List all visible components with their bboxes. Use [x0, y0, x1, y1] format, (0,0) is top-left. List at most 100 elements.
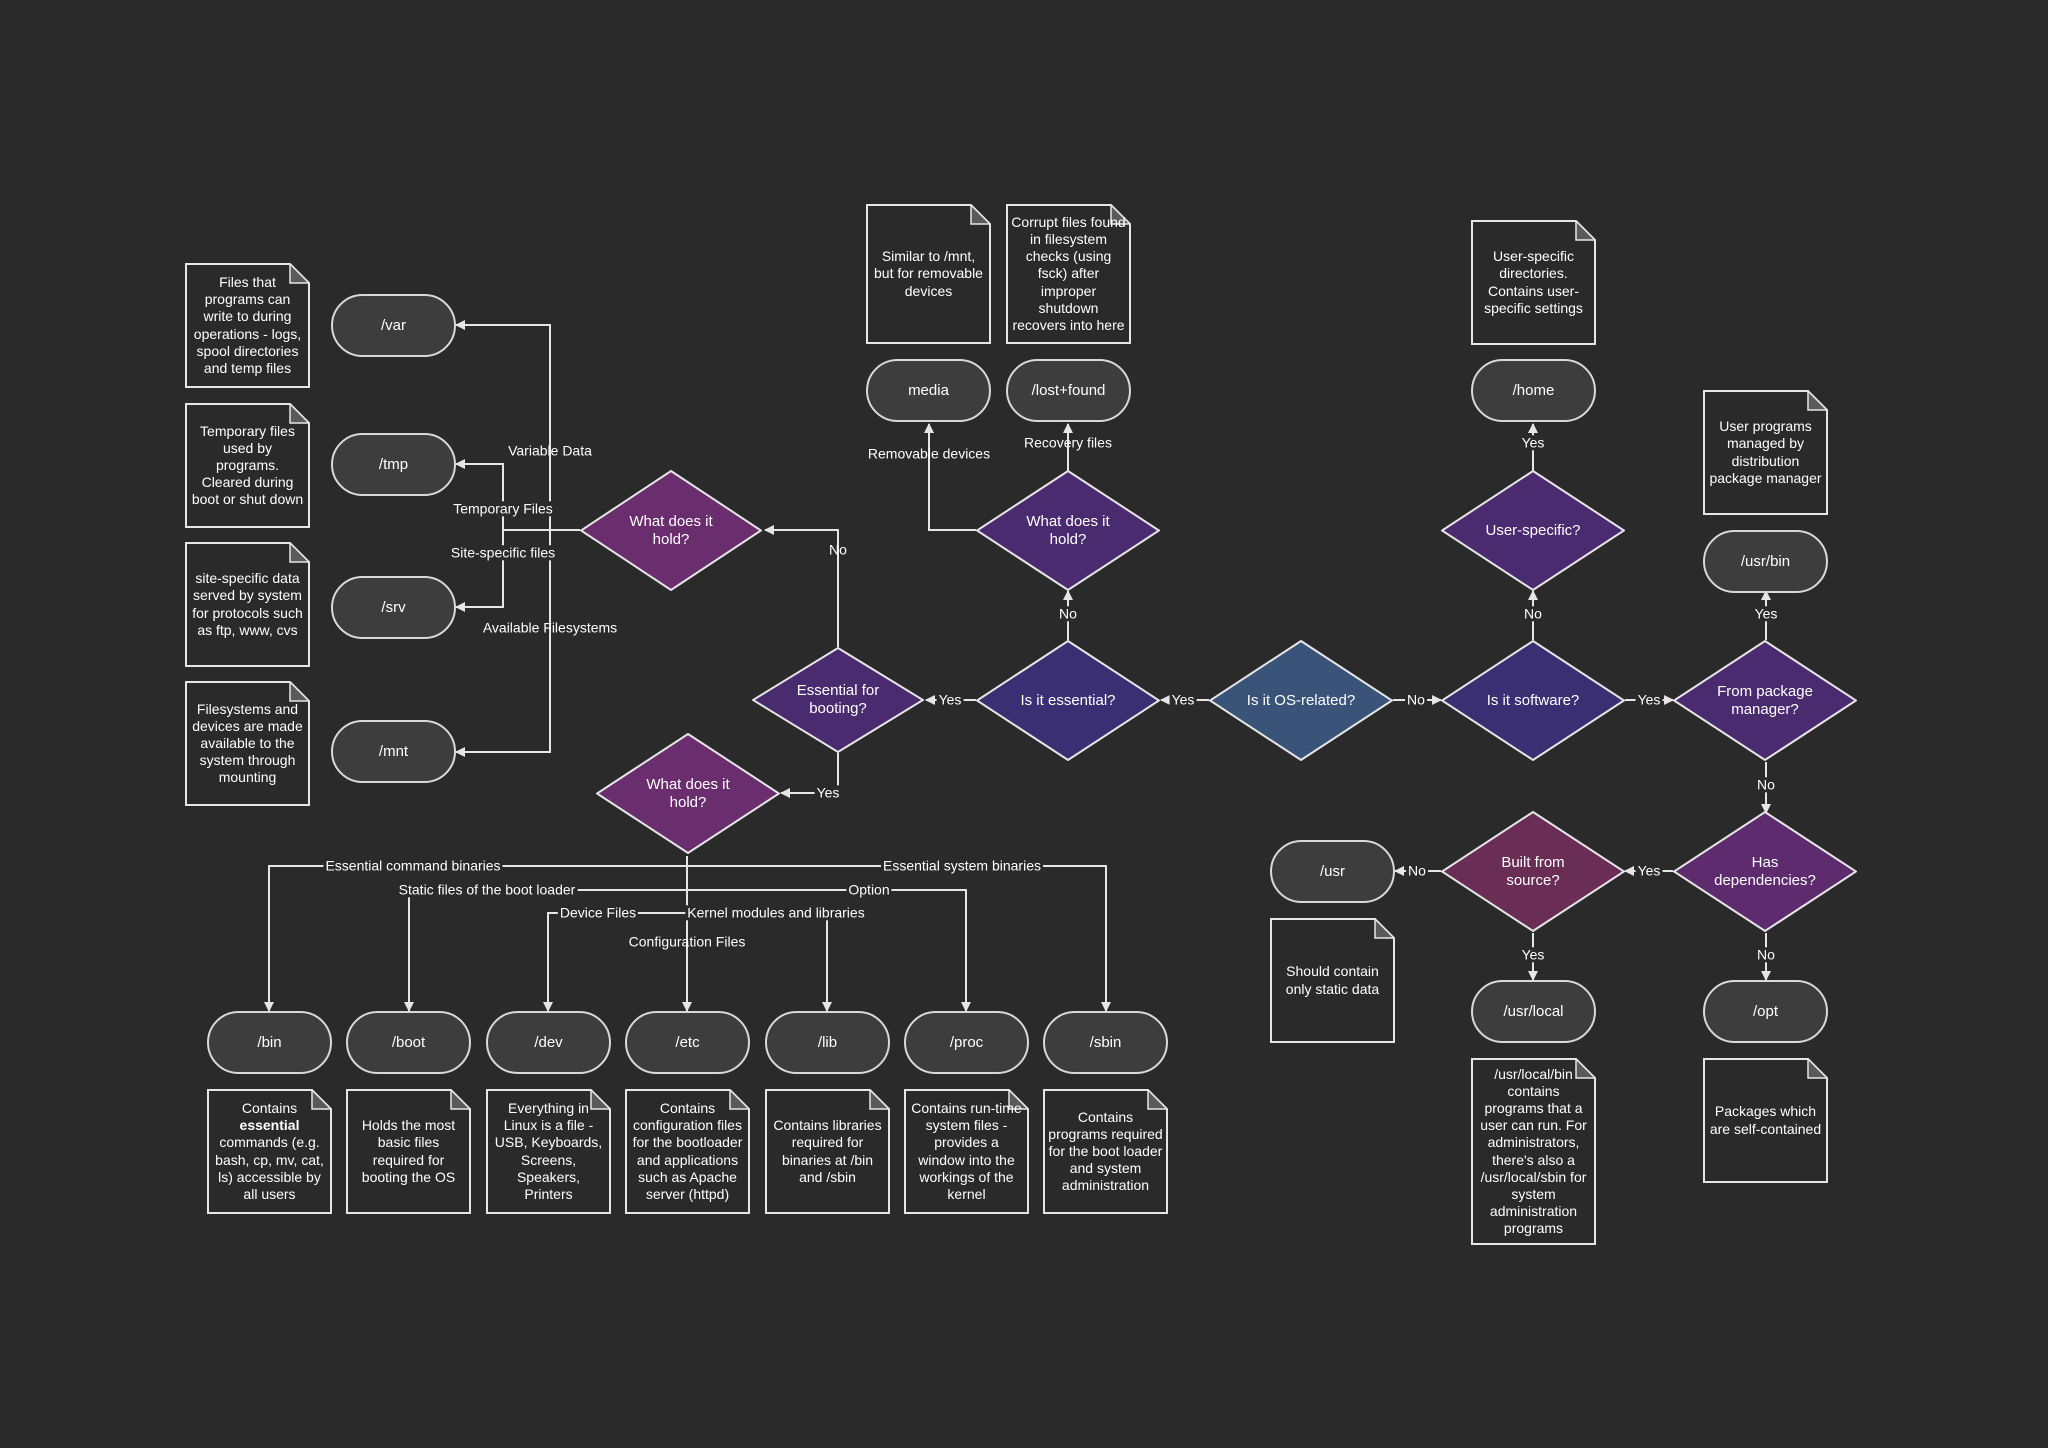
- decision-deps: Has dependencies?: [1673, 811, 1857, 932]
- edge-label-user_no: No: [1522, 605, 1544, 622]
- edge-label-holdv_no: No: [829, 541, 847, 558]
- decision-diamond-shape: [1673, 640, 1857, 761]
- edge-label-removable: Removable devices: [867, 445, 991, 462]
- edge-label-local_yes: Yes: [1519, 946, 1547, 963]
- directory-label: /usr: [1319, 863, 1345, 880]
- edge-label-kernmod: Kernel modules and libraries: [685, 904, 867, 921]
- directory-node-bin: /bin: [207, 1011, 332, 1074]
- edge-label-availfs: Available Filesystems: [482, 619, 618, 636]
- decision-label: What does it hold?: [629, 512, 713, 548]
- directory-label: /usr/bin: [1740, 553, 1791, 570]
- directory-node-proc: /proc: [904, 1011, 1029, 1074]
- note-text: Contains configuration files for the boo…: [632, 1100, 743, 1202]
- note-tmp: Temporary files used by programs. Cleare…: [185, 403, 310, 528]
- edge-label-recovery: Recovery files: [1024, 434, 1112, 451]
- note-usr: Should contain only static data: [1270, 918, 1395, 1043]
- directory-label: /sbin: [1089, 1034, 1122, 1051]
- decision-holdM: What does it hold?: [976, 470, 1160, 591]
- edge-label-src_yes: Yes: [1635, 862, 1663, 879]
- decision-label: From package manager?: [1717, 682, 1813, 718]
- connector: [455, 459, 580, 531]
- decision-diamond: [596, 733, 780, 854]
- directory-node-etc: /etc: [625, 1011, 750, 1074]
- note-home: User-specific directories. Contains user…: [1471, 220, 1596, 345]
- directory-node-srv: /srv: [331, 576, 456, 639]
- connector: [455, 530, 551, 757]
- decision-holdB: What does it hold?: [596, 733, 780, 854]
- directory-label: /dev: [534, 1034, 563, 1051]
- note-icon: [486, 1089, 611, 1214]
- decision-diamond: [1441, 640, 1625, 761]
- decision-label: Is it software?: [1486, 691, 1580, 709]
- connector: [764, 525, 839, 647]
- edge-label-pkg_yes: Yes: [1635, 691, 1663, 708]
- note-text: /usr/local/bin contains programs that a …: [1480, 1066, 1587, 1236]
- note-text: Should contain only static data: [1285, 963, 1380, 997]
- decision-diamond: [976, 470, 1160, 591]
- decision-diamond-shape: [976, 640, 1160, 761]
- note-dev: Everything in Linux is a file - USB, Key…: [486, 1089, 611, 1214]
- note-text: Contains run-time system files - provide…: [911, 1100, 1022, 1202]
- edge-label-config: Configuration Files: [628, 933, 746, 950]
- note-icon: [185, 403, 310, 528]
- note-icon: [185, 542, 310, 667]
- decision-diamond: [1441, 470, 1625, 591]
- note-bin: Contains essential commands (e.g. bash, …: [207, 1089, 332, 1214]
- connector: [687, 912, 832, 1012]
- directory-node-opt: /opt: [1703, 980, 1828, 1043]
- connector: [924, 423, 976, 531]
- decision-label: Essential for booting?: [796, 682, 880, 717]
- decision-diamond-shape: [596, 733, 780, 854]
- note-icon: [1471, 1058, 1596, 1245]
- note-boot: Holds the most basic files required for …: [346, 1089, 471, 1214]
- note-icon: [1006, 204, 1131, 344]
- note-icon: [765, 1089, 890, 1214]
- edge-label-usrbin_yes: Yes: [1752, 605, 1780, 622]
- note-lib: Contains libraries required for binaries…: [765, 1089, 890, 1214]
- directory-node-dev: /dev: [486, 1011, 611, 1074]
- edge-label-tempfiles: Temporary Files: [451, 500, 555, 517]
- decision-ess: Is it essential?: [976, 640, 1160, 761]
- decision-boot: Essential for booting?: [752, 647, 924, 753]
- note-text: Corrupt files found in filesystem checks…: [1011, 214, 1126, 333]
- note-icon: [866, 204, 991, 344]
- edge-label-sitefiles: Site-specific files: [448, 544, 558, 561]
- decision-label: Is it OS-related?: [1246, 691, 1356, 709]
- edge-label-home_yes: Yes: [1519, 434, 1547, 451]
- directory-label: /lib: [817, 1034, 838, 1051]
- edge-label-devfiles: Device Files: [557, 904, 639, 921]
- connector: [687, 889, 971, 1012]
- edge-label-static: Static files of the boot loader: [396, 881, 578, 898]
- decision-label: Built from source?: [1501, 853, 1565, 889]
- note-icon: [1471, 220, 1596, 345]
- connector: [455, 530, 504, 612]
- edge-label-cmdbin: Essential command binaries: [323, 857, 503, 874]
- connector: [264, 856, 688, 1012]
- decision-diamond-shape: [1441, 811, 1625, 932]
- directory-node-media: media: [866, 359, 991, 422]
- edge-label-holdm_no: No: [1057, 605, 1079, 622]
- directory-node-usrlocal: /usr/local: [1471, 980, 1596, 1043]
- connector: [455, 320, 580, 531]
- note-text: Packages which are self-contained: [1709, 1103, 1822, 1137]
- decision-src: Built from source?: [1441, 811, 1625, 932]
- directory-node-mnt: /mnt: [331, 720, 456, 783]
- decision-osrel: Is it OS-related?: [1209, 640, 1393, 761]
- note-lost: Corrupt files found in filesystem checks…: [1006, 204, 1131, 344]
- directory-label: /var: [380, 317, 406, 334]
- note-text: Temporary files used by programs. Cleare…: [191, 422, 304, 508]
- decision-diamond-shape: [1441, 470, 1625, 591]
- directory-node-var: /var: [331, 294, 456, 357]
- decision-pkg: From package manager?: [1673, 640, 1857, 761]
- note-text: site-specific data served by system for …: [192, 570, 303, 638]
- edge-label-deps_no_up: No: [1755, 776, 1777, 793]
- directory-label: /srv: [381, 599, 406, 616]
- decision-diamond: [1673, 811, 1857, 932]
- directory-label: /usr/local: [1503, 1003, 1564, 1020]
- note-text: Contains libraries required for binaries…: [773, 1117, 882, 1185]
- note-text: User programs managed by distribution pa…: [1709, 418, 1822, 486]
- directory-label: /bin: [257, 1034, 282, 1051]
- decision-diamond: [1441, 811, 1625, 932]
- note-usrbin: User programs managed by distribution pa…: [1703, 390, 1828, 515]
